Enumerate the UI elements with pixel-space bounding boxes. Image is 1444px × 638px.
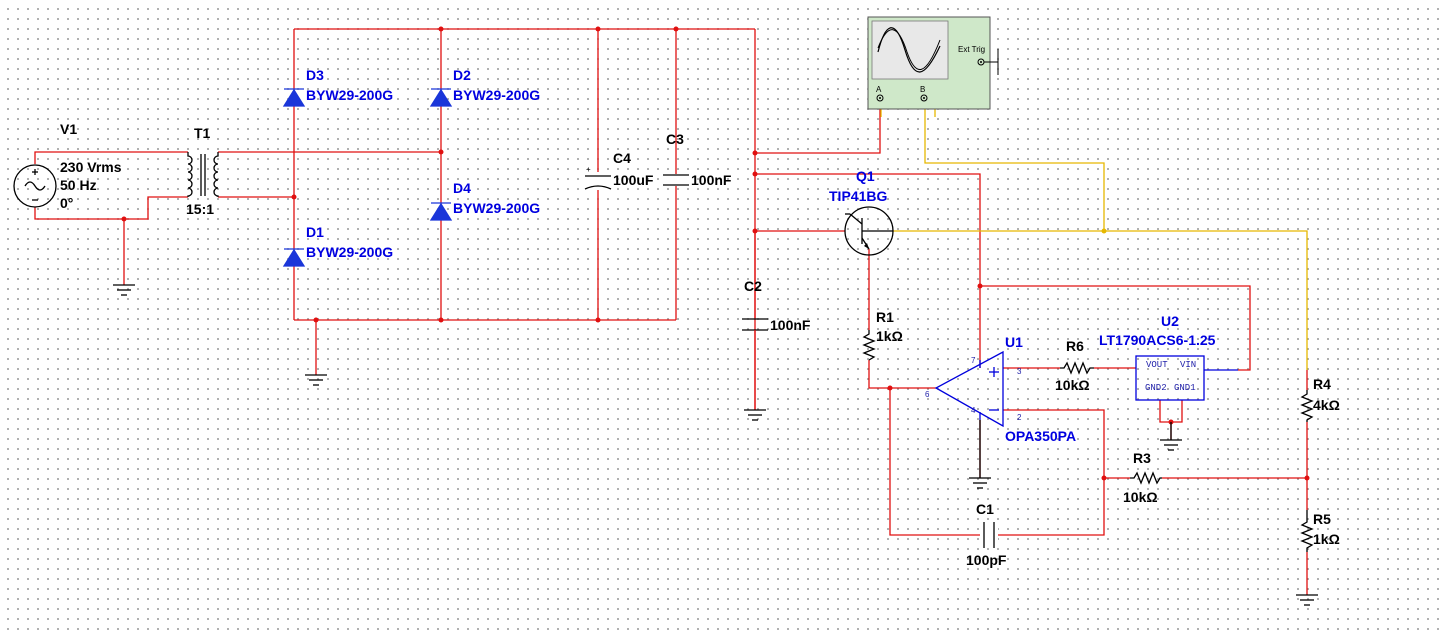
oscilloscope-ext-trig-label: Ext Trig	[958, 45, 985, 54]
v1-ac-source[interactable]	[13, 164, 57, 208]
r5-resistor[interactable]	[1300, 510, 1314, 552]
r1-resistor[interactable]	[862, 330, 876, 361]
u1-pin-7: 7	[971, 356, 976, 365]
v1-ref: V1	[60, 121, 77, 137]
u2-part: LT1790ACS6-1.25	[1099, 332, 1216, 348]
t1-ratio: 15:1	[186, 201, 214, 217]
r4-value: 4kΩ	[1313, 397, 1340, 413]
d4-diode[interactable]	[429, 202, 453, 221]
c4-value: 100uF	[613, 172, 654, 188]
d1-ref: D1	[306, 224, 324, 240]
d3-ref: D3	[306, 67, 324, 83]
oscilloscope-channel-a-label: A	[876, 85, 882, 94]
r1-ref: R1	[876, 309, 894, 325]
d1-diode[interactable]	[282, 248, 306, 267]
r3-ref: R3	[1133, 450, 1151, 466]
r1-value: 1kΩ	[876, 328, 903, 344]
r4-ref: R4	[1313, 376, 1331, 392]
r6-ref: R6	[1066, 338, 1084, 354]
svg-text:+: +	[586, 165, 591, 174]
c2-value: 100nF	[770, 317, 811, 333]
c3-value: 100nF	[691, 172, 732, 188]
q1-part: TIP41BG	[829, 188, 887, 204]
wires	[34, 28, 1308, 595]
c1-capacitor[interactable]	[980, 522, 998, 548]
ground-symbol	[969, 420, 991, 489]
ground-symbol	[1296, 594, 1318, 606]
u1-opamp[interactable]	[934, 350, 1004, 428]
u1-ref: U1	[1005, 334, 1023, 350]
u2-pin-vin: VIN	[1180, 360, 1196, 370]
d3-part: BYW29-200G	[306, 87, 393, 103]
t1-transformer[interactable]	[187, 152, 219, 197]
ground-symbol	[744, 409, 766, 421]
d1-part: BYW29-200G	[306, 244, 393, 260]
r6-value: 10kΩ	[1055, 377, 1090, 393]
c1-value: 100pF	[966, 552, 1007, 568]
d3-diode[interactable]	[282, 88, 306, 107]
r3-resistor[interactable]	[1130, 471, 1162, 485]
v1-value-line-1: 230 Vrms	[60, 159, 122, 175]
d2-part: BYW29-200G	[453, 87, 540, 103]
c3-ref: C3	[666, 131, 684, 147]
d2-ref: D2	[453, 67, 471, 83]
u2-pin-gnd1: GND1	[1174, 383, 1196, 393]
u1-pin-3: 3	[1017, 367, 1022, 376]
ground-symbol	[305, 374, 327, 386]
u1-pin-2: 2	[1017, 413, 1022, 422]
r5-ref: R5	[1313, 511, 1331, 527]
u2-ref: U2	[1161, 313, 1179, 329]
u1-pin-6: 6	[925, 390, 930, 399]
q1-transistor[interactable]	[844, 206, 894, 256]
u2-pin-gnd2: GND2	[1145, 383, 1167, 393]
r5-value: 1kΩ	[1313, 531, 1340, 547]
d2-diode[interactable]	[429, 88, 453, 107]
probe-wires	[880, 104, 1308, 370]
junctions	[121, 26, 1310, 481]
c4-capacitor[interactable]: +	[584, 165, 612, 190]
c1-ref: C1	[976, 501, 994, 517]
u2-pin-vout: VOUT	[1146, 360, 1168, 370]
oscilloscope[interactable]	[867, 16, 999, 110]
t1-ref: T1	[194, 125, 211, 141]
d4-part: BYW29-200G	[453, 200, 540, 216]
r4-resistor[interactable]	[1300, 390, 1314, 422]
r6-resistor[interactable]	[1060, 361, 1094, 375]
u1-pin-4: 4	[971, 406, 976, 415]
oscilloscope-screen	[871, 20, 949, 80]
oscilloscope-channel-b-label: B	[920, 85, 925, 94]
q1-ref: Q1	[856, 168, 875, 184]
u2-voltage-reference[interactable]	[1135, 355, 1238, 401]
u1-part: OPA350PA	[1005, 428, 1076, 444]
ground-symbol	[113, 284, 135, 296]
ground-symbol	[1160, 422, 1182, 451]
d4-ref: D4	[453, 180, 471, 196]
c3-capacitor[interactable]	[663, 174, 689, 186]
r3-value: 10kΩ	[1123, 489, 1158, 505]
v1-value-line-2: 50 Hz	[60, 177, 97, 193]
v1-value-line-3: 0°	[60, 195, 73, 211]
c2-ref: C2	[744, 278, 762, 294]
c2-capacitor[interactable]	[742, 318, 768, 410]
c4-ref: C4	[613, 150, 631, 166]
